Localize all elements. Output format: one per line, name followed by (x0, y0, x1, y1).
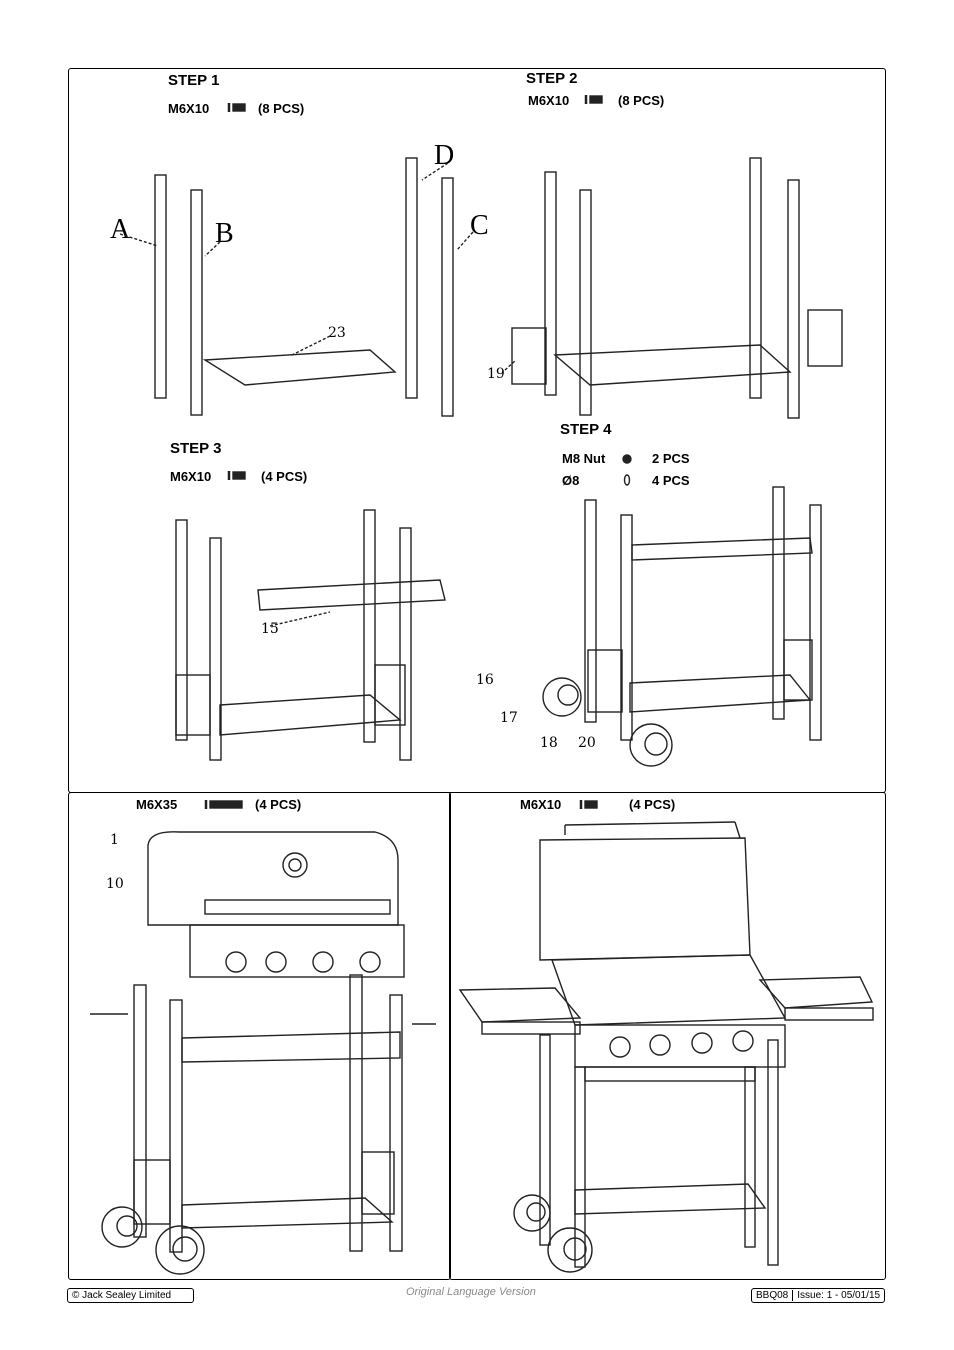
step2-title: STEP 2 (526, 70, 578, 87)
step5-qty: (4 PCS) (255, 797, 302, 812)
screw-icon-step6 (579, 800, 598, 809)
step5-part-10: 10 (106, 876, 124, 892)
language-version: Original Language Version (406, 1286, 536, 1298)
step4-washer-qty: 4 PCS (652, 473, 690, 488)
step3-qty: (4 PCS) (261, 469, 308, 484)
step5-drawing (90, 831, 436, 1275)
step3-screw: M6X10 (170, 469, 212, 484)
washer-icon-step4 (623, 474, 631, 486)
step3-part-15: 15 (261, 621, 279, 637)
step1-label-a: A (110, 214, 131, 245)
step3-drawing (175, 509, 446, 761)
step1-label-c: C (470, 210, 489, 241)
step2-screw: M6X10 (528, 93, 570, 108)
step4-drawing (542, 486, 822, 767)
copyright-box: © Jack Sealey Limited (67, 1288, 194, 1303)
step3-title: STEP 3 (170, 440, 222, 457)
step2-qty: (8 PCS) (618, 93, 665, 108)
screw-icon-step2 (584, 95, 603, 104)
step5-part-1: 1 (110, 832, 119, 848)
step1-part-23: 23 (328, 325, 346, 341)
step1-label-b: B (215, 218, 234, 249)
step4-part-18: 18 (540, 735, 558, 751)
nut-icon-step4 (622, 454, 632, 464)
step4-part-16: 16 (476, 672, 494, 688)
step6-screw: M6X10 (520, 797, 562, 812)
step4-part-17: 17 (500, 710, 518, 726)
step1-drawing (119, 157, 474, 417)
step2-drawing (504, 157, 843, 419)
screw-icon-step1 (227, 103, 246, 112)
long-screw-icon-step5 (204, 800, 243, 809)
model-code: BBQ08 (756, 1290, 789, 1301)
step4-washer: Ø8 (562, 473, 580, 488)
step6-drawing (458, 821, 874, 1273)
step4-nut: M8 Nut (562, 451, 606, 466)
step1-title: STEP 1 (168, 72, 220, 89)
step4-part-20: 20 (578, 735, 596, 751)
step5-screw: M6X35 (136, 797, 178, 812)
step1-screw: M6X10 (168, 101, 210, 116)
step1-qty: (8 PCS) (258, 101, 305, 116)
step1-label-d: D (434, 140, 455, 171)
bottom-left-panel-frame (68, 792, 451, 1280)
bottom-right-panel-frame (449, 792, 886, 1280)
step2-part-19: 19 (487, 366, 505, 382)
step6-qty: (4 PCS) (629, 797, 676, 812)
step4-nut-qty: 2 PCS (652, 451, 690, 466)
issue-date: Issue: 1 - 05/01/15 (792, 1290, 884, 1301)
screw-icon-step3 (227, 471, 246, 480)
step4-title: STEP 4 (560, 421, 612, 438)
